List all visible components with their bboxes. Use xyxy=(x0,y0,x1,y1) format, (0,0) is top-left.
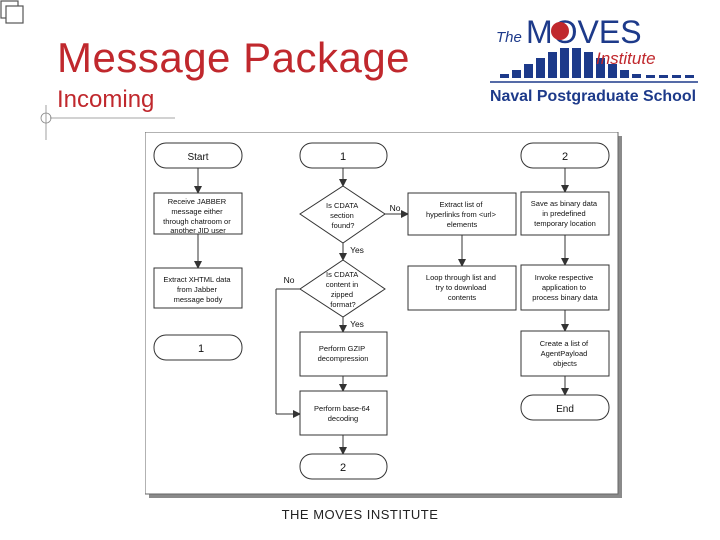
node-start-label: Start xyxy=(187,152,208,163)
slide-title: Message Package xyxy=(57,34,411,81)
node-create-list-text: Create a list of AgentPayload objects xyxy=(540,339,590,368)
moves-institute-logo: The MOVES Institute Naval Postgraduate S… xyxy=(490,14,698,105)
edge-label-cdata-no: No xyxy=(390,203,401,213)
node-gzip xyxy=(299,331,388,377)
node-base64-text: Perform base-64 decoding xyxy=(314,404,372,423)
node-connector-1-left-label: 1 xyxy=(198,343,204,355)
logo-moves: MOVES xyxy=(526,14,642,50)
logo-bars xyxy=(500,48,641,78)
logo-the: The xyxy=(496,29,522,46)
node-connector-2-bottom xyxy=(299,453,388,480)
node-decision-zipped xyxy=(299,259,386,318)
node-connector-2-top-label: 2 xyxy=(562,151,568,163)
flow-edges xyxy=(194,168,569,455)
node-receive-text: Receive JABBER message either through ch… xyxy=(163,197,233,235)
footer-institute: THE MOVES INSTITUTE xyxy=(281,507,439,522)
globe-icon xyxy=(551,22,569,40)
node-extract-links-text: Extract list of hyperlinks from <url> el… xyxy=(426,200,498,229)
node-save-binary xyxy=(520,191,610,236)
edge-label-zipped-no: No xyxy=(284,275,295,285)
edge-label-cdata-yes: Yes xyxy=(350,245,364,255)
node-connector-1-top xyxy=(299,142,388,169)
logo-school-name: Naval Postgraduate School xyxy=(490,88,696,105)
node-extract-links xyxy=(407,192,517,236)
node-end-label: End xyxy=(556,404,574,415)
flowchart-panel xyxy=(145,132,619,495)
corner-decoration xyxy=(0,0,175,140)
node-create-list xyxy=(520,330,610,377)
node-connector-2-bottom-label: 2 xyxy=(340,462,346,474)
node-base64 xyxy=(299,390,388,436)
node-loop-download xyxy=(407,265,517,311)
node-invoke-app-text: Invoke respective application to process… xyxy=(532,273,598,302)
node-connector-1-left xyxy=(153,334,243,361)
node-decision-zipped-text: Is CDATA content in zipped format? xyxy=(326,270,361,309)
slide-subtitle: Incoming xyxy=(57,86,155,113)
logo-institute: Institute xyxy=(596,49,656,68)
node-extract-xhtml xyxy=(153,267,243,309)
flowchart: Start Receive JABBER message either thro… xyxy=(145,132,622,498)
node-connector-2-top xyxy=(520,142,610,169)
node-save-binary-text: Save as binary data in predefined tempor… xyxy=(531,199,599,228)
node-receive xyxy=(153,192,243,235)
node-invoke-app xyxy=(520,264,610,311)
node-loop-download-text: Loop through list and try to download co… xyxy=(426,273,498,302)
node-gzip-text: Perform GZIP decompression xyxy=(318,344,369,363)
logo-dashes xyxy=(646,75,694,78)
node-end xyxy=(520,394,610,421)
node-extract-xhtml-text: Extract XHTML data from Jabber message b… xyxy=(163,275,232,304)
edge-label-zipped-yes: Yes xyxy=(350,319,364,329)
node-decision-cdata-text: Is CDATA section found? xyxy=(326,201,360,230)
node-decision-cdata xyxy=(299,185,386,244)
node-start xyxy=(153,142,243,169)
node-connector-1-top-label: 1 xyxy=(340,151,346,163)
